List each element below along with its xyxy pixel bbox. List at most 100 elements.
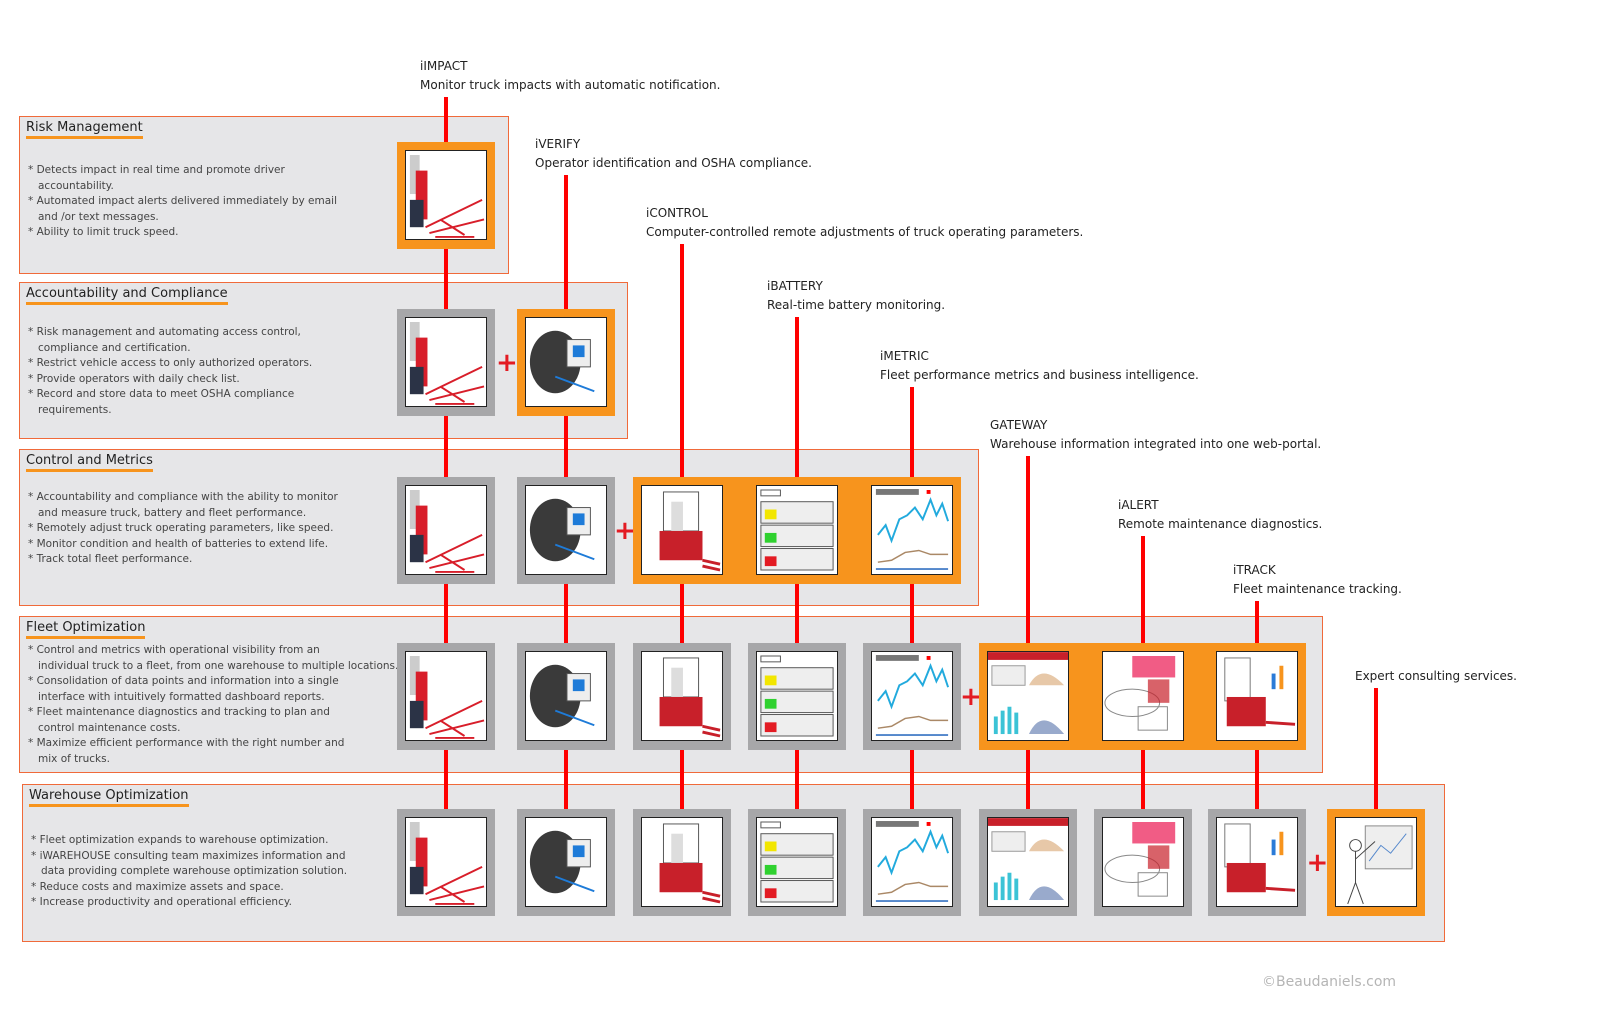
impact-thumbnail — [405, 150, 487, 240]
alert-illustration — [1104, 656, 1176, 731]
verify-illustration — [529, 330, 595, 394]
battery-illustration — [760, 489, 834, 571]
impact-illustration — [409, 822, 485, 905]
control-label: iCONTROL Computer-controlled remote adjus… — [646, 204, 1083, 242]
gateway-label: GATEWAY Warehouse information integrated … — [990, 416, 1321, 454]
verify-illustration — [529, 498, 595, 562]
verify-thumbnail — [525, 651, 607, 741]
tier-bullets: Risk management and automating access co… — [28, 325, 313, 418]
bullet-item: Automated impact alerts delivered immedi… — [28, 194, 337, 225]
control-thumbnail — [641, 817, 723, 907]
impact-illustration — [409, 322, 485, 405]
track-description: Fleet maintenance tracking. — [1233, 582, 1402, 596]
bullet-item: Monitor condition and health of batterie… — [28, 537, 338, 553]
bullet-item: Consolidation of data points and informa… — [28, 674, 398, 705]
metric-connector-line — [910, 387, 914, 815]
copyright: ©Beaudaniels.com — [1262, 974, 1397, 990]
verify-thumbnail — [525, 485, 607, 575]
impact-thumbnail — [405, 651, 487, 741]
gateway-thumbnail — [987, 817, 1069, 907]
battery-name: iBATTERY — [767, 279, 823, 293]
metric-thumbnail — [871, 485, 953, 575]
track-thumbnail — [1216, 817, 1298, 907]
tier-bullets: Accountability and compliance with the a… — [28, 490, 338, 568]
gateway-thumbnail — [987, 651, 1069, 741]
expert-thumbnail — [1335, 817, 1417, 907]
control-name: iCONTROL — [646, 206, 708, 220]
control-thumbnail — [641, 651, 723, 741]
impact-thumbnail — [405, 485, 487, 575]
bullet-item: Detects impact in real time and promote … — [28, 163, 337, 194]
tier-bullets: Control and metrics with operational vis… — [28, 643, 399, 767]
battery-illustration — [760, 821, 834, 903]
gateway-illustration — [988, 818, 1068, 901]
bullet-item: Record and store data to meet OSHA compl… — [28, 387, 312, 418]
control-illustration — [659, 657, 721, 738]
battery-description: Real-time battery monitoring. — [767, 298, 946, 312]
bullet-item: Accountability and compliance with the a… — [28, 490, 338, 521]
control-thumbnail — [641, 485, 723, 575]
bullet-item: Increase productivity and operational ef… — [31, 895, 347, 911]
gateway-illustration — [988, 652, 1068, 735]
plus-icon: + — [960, 682, 982, 712]
metric-thumbnail — [871, 651, 953, 741]
alert-label: iALERT Remote maintenance diagnostics. — [1118, 496, 1322, 534]
impact-label: iIMPACT Monitor truck impacts with automa… — [420, 57, 720, 95]
battery-thumbnail — [756, 485, 838, 575]
tier-bullets: Fleet optimization expands to warehouse … — [31, 833, 347, 911]
bullet-item: Ability to limit truck speed. — [28, 225, 337, 241]
battery-label: iBATTERY Real-time battery monitoring. — [767, 277, 945, 315]
bullet-item: Fleet optimization expands to warehouse … — [31, 833, 347, 849]
gateway-name: GATEWAY — [990, 418, 1048, 432]
verify-illustration — [529, 664, 595, 728]
verify-name: iVERIFY — [535, 137, 581, 151]
impact-thumbnail — [405, 317, 487, 407]
metric-name: iMETRIC — [880, 349, 929, 363]
gateway-connector-line — [1026, 456, 1030, 815]
track-thumbnail — [1216, 651, 1298, 741]
metric-illustration — [875, 655, 950, 736]
metric-description: Fleet performance metrics and business i… — [880, 368, 1199, 382]
track-label: iTRACK Fleet maintenance tracking. — [1233, 561, 1402, 599]
bullet-item: Provide operators with daily check list. — [28, 372, 312, 388]
impact-illustration — [409, 155, 485, 238]
expert-connector-line — [1374, 688, 1378, 815]
metric-illustration — [875, 489, 950, 570]
impact-connector-line — [444, 97, 448, 815]
alert-illustration — [1104, 822, 1176, 897]
expert-description: Expert consulting services. — [1355, 669, 1517, 683]
plus-icon: + — [614, 516, 636, 546]
plus-icon: + — [496, 348, 518, 378]
bullet-item: Reduce costs and maximize assets and spa… — [31, 880, 347, 896]
expert-label: Expert consulting services. — [1355, 667, 1517, 686]
tier-title: Fleet Optimization — [26, 620, 146, 639]
track-name: iTRACK — [1233, 563, 1276, 577]
metric-thumbnail — [871, 817, 953, 907]
expert-illustration — [1347, 825, 1413, 905]
alert-name: iALERT — [1118, 498, 1159, 512]
battery-illustration — [760, 655, 834, 737]
impact-thumbnail — [405, 817, 487, 907]
impact-name: iIMPACT — [420, 59, 468, 73]
verify-thumbnail — [525, 317, 607, 407]
bullet-item: Restrict vehicle access to only authoriz… — [28, 356, 313, 372]
bullet-item: Control and metrics with operational vis… — [28, 643, 399, 674]
track-illustration — [1224, 657, 1296, 727]
battery-thumbnail — [756, 817, 838, 907]
bullet-item: iWAREHOUSE consulting team maximizes inf… — [31, 849, 347, 880]
alert-description: Remote maintenance diagnostics. — [1118, 517, 1323, 531]
impact-illustration — [409, 656, 485, 739]
verify-thumbnail — [525, 817, 607, 907]
tier-title: Accountability and Compliance — [26, 286, 228, 305]
tier-bullets: Detects impact in real time and promote … — [28, 163, 337, 241]
impact-description: Monitor truck impacts with automatic not… — [420, 78, 721, 92]
control-illustration — [659, 491, 721, 572]
bullet-item: Risk management and automating access co… — [28, 325, 312, 356]
control-illustration — [659, 823, 721, 904]
gateway-description: Warehouse information integrated into on… — [990, 437, 1322, 451]
bullet-item: Remotely adjust truck operating paramete… — [28, 521, 338, 537]
bullet-item: Fleet maintenance diagnostics and tracki… — [28, 705, 398, 736]
tier-panel: Warehouse OptimizationFleet optimization… — [22, 784, 1445, 942]
tier-title: Control and Metrics — [26, 453, 153, 472]
control-description: Computer-controlled remote adjustments o… — [646, 225, 1084, 239]
